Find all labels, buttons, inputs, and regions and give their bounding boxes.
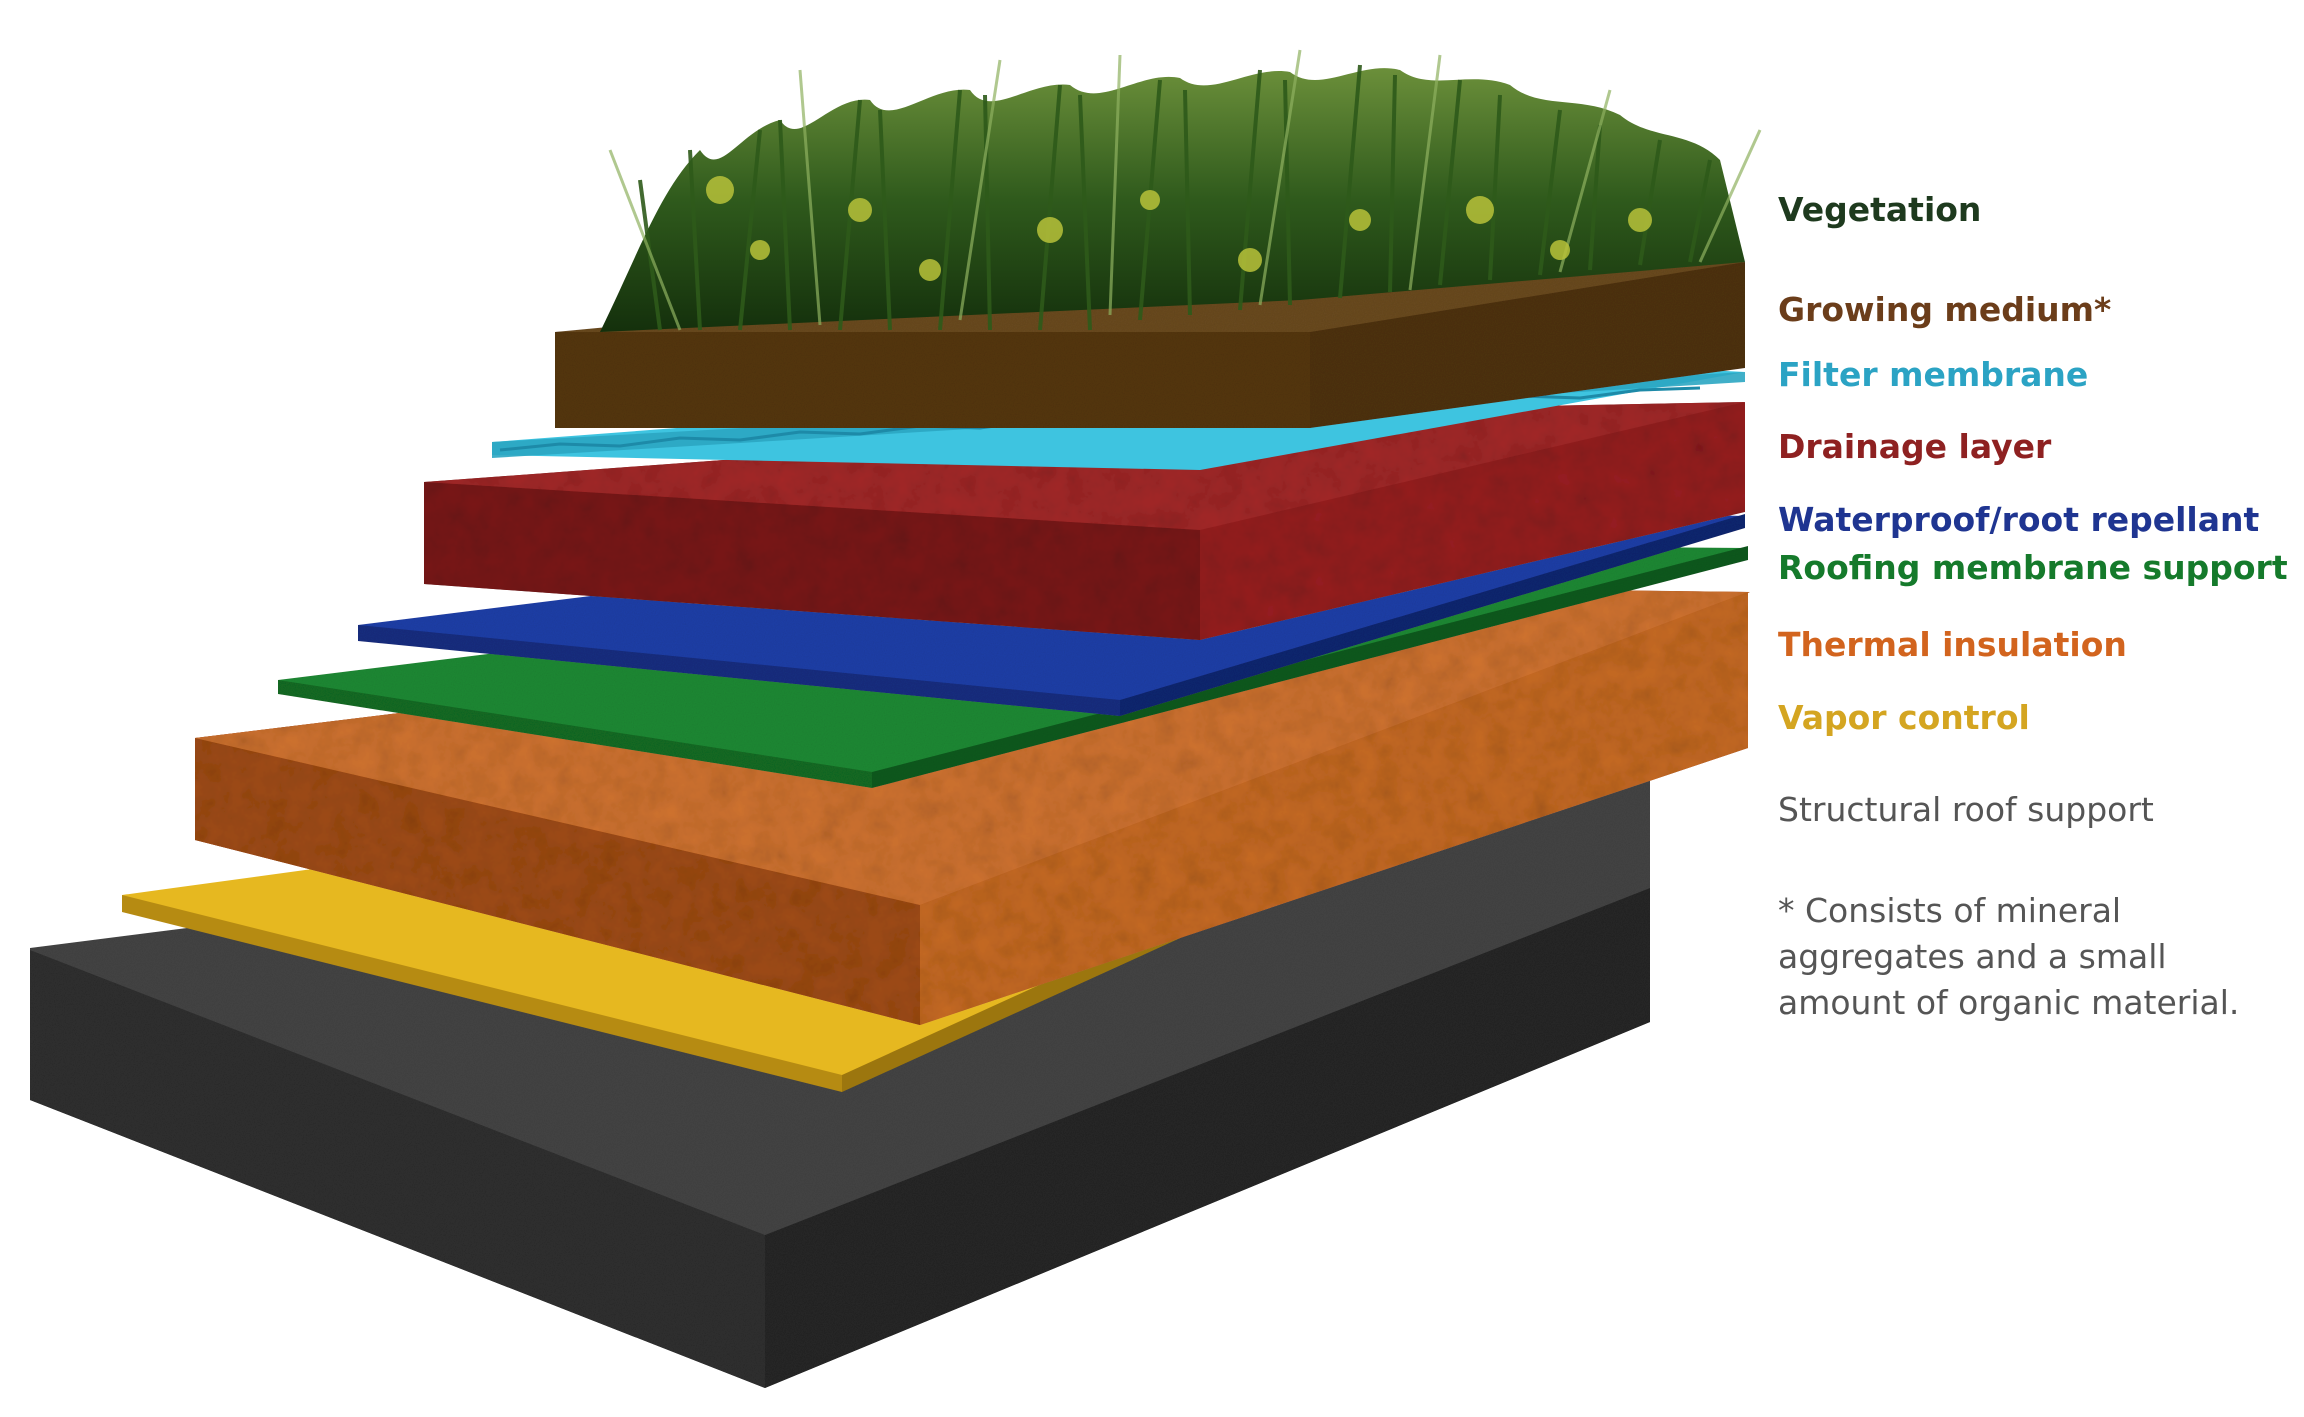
label-waterproof-root-repellant: Waterproof/root repellant [1778, 500, 2260, 539]
footnote: * Consists of mineral aggregates and a s… [1778, 888, 2239, 1026]
label-filter-membrane: Filter membrane [1778, 355, 2089, 394]
footnote-line-1: * Consists of mineral [1778, 891, 2122, 930]
label-roofing-membrane-support: Roofing membrane support [1778, 548, 2288, 587]
label-vegetation: Vegetation [1778, 190, 1982, 229]
label-vapor-control: Vapor control [1778, 698, 2030, 737]
footnote-line-3: amount of organic material. [1778, 983, 2240, 1022]
label-structural-roof-support: Structural roof support [1778, 790, 2154, 829]
label-thermal-insulation: Thermal insulation [1778, 625, 2127, 664]
footnote-line-2: aggregates and a small [1778, 937, 2167, 976]
vegetation-layer [600, 49, 1762, 333]
label-growing-medium: Growing medium* [1778, 290, 2112, 329]
label-drainage-layer: Drainage layer [1778, 427, 2052, 466]
